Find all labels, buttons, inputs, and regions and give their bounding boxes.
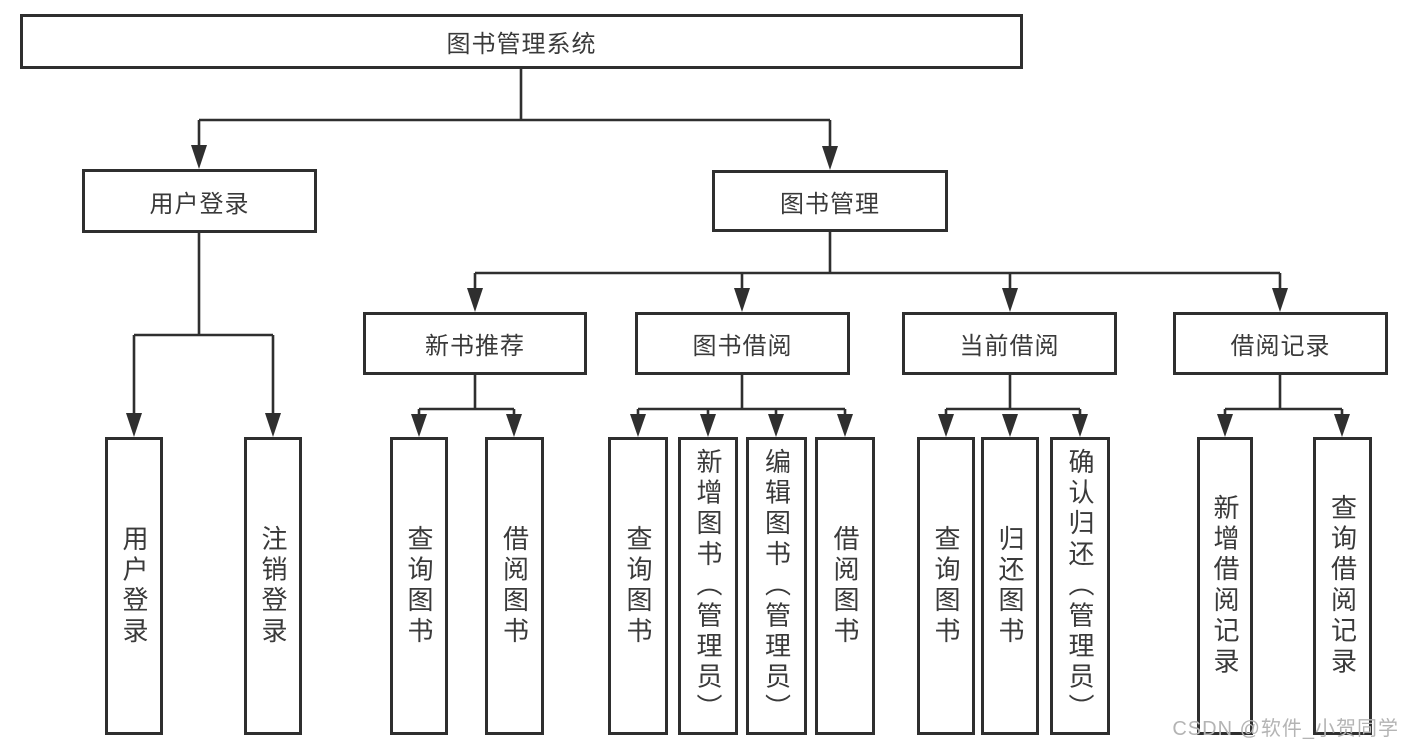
leaf-add-borrow-record: 新增借阅记录 xyxy=(1197,437,1253,735)
node-label: 图书管理 xyxy=(780,190,880,218)
leaf-add-books-admin: 新增图书（管理员） xyxy=(678,437,738,735)
node-label: 查询图书 xyxy=(404,524,434,648)
node-label: 借阅记录 xyxy=(1230,333,1331,360)
node-label: 借阅图书 xyxy=(830,524,860,648)
node-label: 查询图书 xyxy=(931,524,961,648)
node-label: 查询借阅记录 xyxy=(1327,493,1358,679)
leaf-query-books-current: 查询图书 xyxy=(917,437,975,735)
leaf-query-books-recommend: 查询图书 xyxy=(390,437,448,735)
node-label: 借阅图书 xyxy=(499,524,530,648)
leaf-borrow-books-recommend: 借阅图书 xyxy=(485,437,544,735)
csdn-watermark: CSDN @软件_小贺同学 xyxy=(1172,718,1399,740)
node-label: 查询图书 xyxy=(623,524,653,648)
leaf-borrow-books: 借阅图书 xyxy=(815,437,875,735)
node-current-borrow: 当前借阅 xyxy=(902,312,1117,375)
node-label: 归还图书 xyxy=(995,524,1025,648)
leaf-query-books-borrow: 查询图书 xyxy=(608,437,668,735)
node-user-login: 用户登录 xyxy=(82,169,317,233)
leaf-user-login: 用户登录 xyxy=(105,437,163,735)
node-label: 新增借阅记录 xyxy=(1210,493,1240,679)
node-new-book-recommend: 新书推荐 xyxy=(363,312,587,375)
leaf-logout: 注销登录 xyxy=(244,437,302,735)
node-borrow-records: 借阅记录 xyxy=(1173,312,1388,375)
node-label: 编辑图书（管理员） xyxy=(761,447,792,725)
node-label: 新书推荐 xyxy=(425,333,525,360)
leaf-edit-books-admin: 编辑图书（管理员） xyxy=(746,437,807,735)
node-label: 当前借阅 xyxy=(959,333,1060,360)
node-label: 新增图书（管理员） xyxy=(693,447,723,725)
node-label: 注销登录 xyxy=(258,524,288,648)
leaf-return-books: 归还图书 xyxy=(981,437,1039,735)
node-label: 用户登录 xyxy=(149,190,250,218)
node-label: 图书管理系统 xyxy=(446,31,597,58)
node-library-management-system: 图书管理系统 xyxy=(20,14,1023,69)
node-label: 图书借阅 xyxy=(692,333,793,360)
node-book-borrow: 图书借阅 xyxy=(635,312,850,375)
node-label: 确认归还（管理员） xyxy=(1065,447,1095,725)
leaf-query-borrow-record: 查询借阅记录 xyxy=(1313,437,1372,735)
node-book-management: 图书管理 xyxy=(712,170,948,232)
node-label: 用户登录 xyxy=(119,524,149,648)
leaf-confirm-return-admin: 确认归还（管理员） xyxy=(1050,437,1110,735)
